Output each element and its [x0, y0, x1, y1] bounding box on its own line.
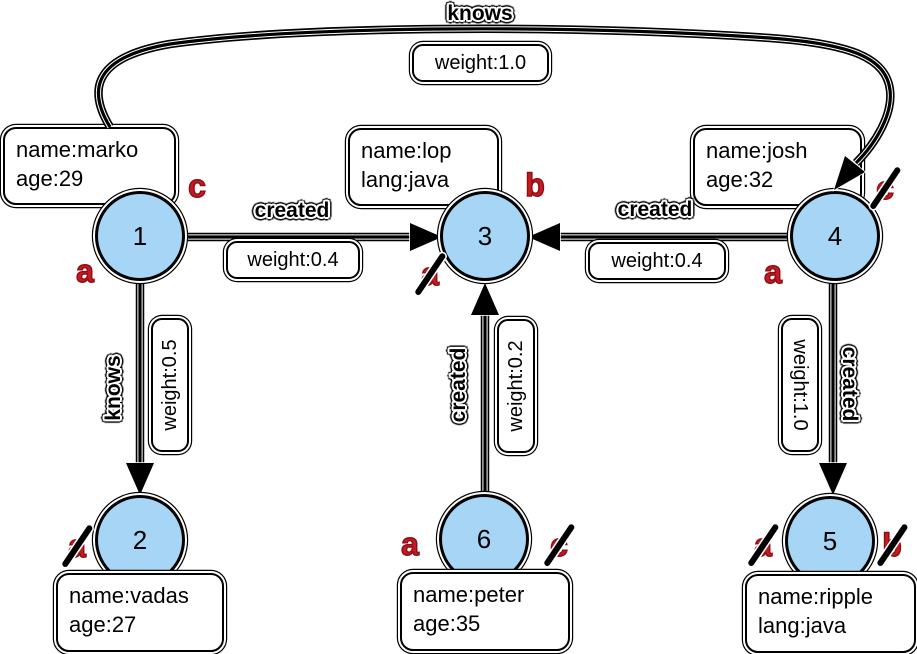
arrowhead-4-3-icon	[526, 221, 561, 253]
arrowhead-1-4-icon	[832, 154, 867, 192]
edge-4-5-weight: weight:1.0	[781, 318, 819, 452]
props-box-peter: name:peter age:35	[400, 572, 570, 651]
prop-line: name:lop	[361, 138, 452, 163]
props-box-vadas: name:vadas age:27	[56, 573, 224, 652]
vertex-2-label: 2	[132, 524, 148, 555]
edge-1-3-weight: weight:0.4	[226, 241, 360, 279]
prop-line: name:ripple	[758, 584, 873, 609]
edge-4-3-label: created	[617, 198, 693, 221]
marker-letter: b	[525, 167, 546, 203]
vertex-1-label: 1	[132, 220, 148, 251]
vertex-1: 1	[95, 191, 185, 281]
edge-1-2-weight: weight:0.5	[151, 318, 189, 452]
edge-1-2-label: knows	[102, 355, 125, 421]
prop-line: lang:java	[361, 167, 450, 192]
marker-1-c: c	[187, 168, 206, 204]
marker-5-b: b	[876, 523, 908, 567]
edge-1-4-label: knows	[447, 2, 513, 25]
marker-letter: c	[187, 168, 206, 204]
props-box-ripple: name:ripple lang:java	[745, 574, 916, 653]
prop-line: age:32	[706, 167, 774, 192]
marker-4-c: c	[869, 166, 901, 210]
vertex-3: 3	[440, 191, 530, 281]
edge-6-3-label: created	[447, 347, 470, 423]
edge-6-3-weight: weight:0.2	[497, 319, 535, 453]
marker-4-a: a	[763, 254, 782, 290]
arrowhead-1-3-icon	[409, 221, 444, 253]
prop-line: name:marko	[16, 137, 139, 162]
marker-6-c: c	[543, 523, 575, 567]
arrowhead-1-2-icon	[124, 462, 156, 497]
vertex-4: 4	[790, 191, 880, 281]
vertex-5-label: 5	[822, 525, 838, 556]
vertex-2: 2	[95, 495, 185, 585]
vertex-5: 5	[785, 496, 875, 586]
edge-4-5-label: created	[838, 346, 861, 422]
vertex-4-label: 4	[827, 220, 843, 251]
prop-line: name:peter	[413, 582, 525, 607]
marker-3-b: b	[525, 167, 546, 203]
marker-letter: a	[75, 253, 94, 289]
prop-line: name:vadas	[69, 583, 189, 608]
marker-1-a: a	[75, 253, 94, 289]
marker-3-a: a	[414, 252, 446, 296]
marker-letter: a	[763, 254, 782, 290]
edge-1-3-label: created	[254, 199, 330, 222]
vertex-6-label: 6	[476, 523, 492, 554]
marker-2-a: a	[61, 524, 93, 568]
marker-5-a: a	[747, 523, 779, 567]
prop-line: lang:java	[758, 613, 847, 638]
marker-letter: a	[400, 526, 419, 562]
vertex-3-label: 3	[477, 220, 493, 251]
marker-6-a: a	[400, 526, 419, 562]
arrowhead-6-3-icon	[469, 281, 501, 316]
prop-line: age:29	[16, 166, 84, 191]
prop-line: age:35	[413, 611, 481, 636]
prop-line: age:27	[69, 612, 137, 637]
edge-4-3-weight: weight:0.4	[588, 242, 726, 280]
arrowhead-4-5-icon	[817, 462, 849, 497]
prop-line: name:josh	[706, 138, 808, 163]
edge-1-4-weight: weight:1.0	[412, 44, 549, 82]
